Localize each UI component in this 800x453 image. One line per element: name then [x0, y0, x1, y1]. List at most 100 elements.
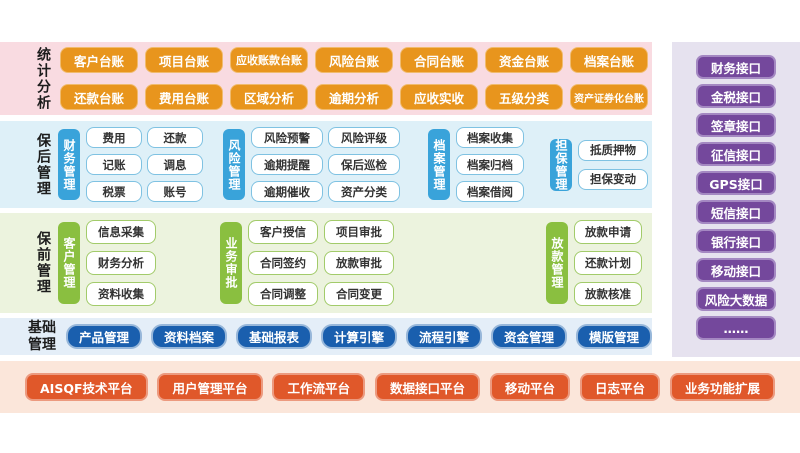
module-item: 档案收集 — [456, 127, 524, 148]
approval-group-items: 客户授信 项目审批 合同签约 放款审批 合同调整 合同变更 — [248, 220, 394, 306]
stats-band-label: 统计分析 — [35, 46, 51, 111]
risk-group-items: 风险预警 风险评级 逾期提醒 保后巡检 逾期催收 资产分类 — [251, 127, 400, 202]
platform-item: 数据接口平台 — [374, 373, 480, 401]
stats-item: 逾期分析 — [315, 84, 393, 110]
base-item: 基础报表 — [236, 324, 312, 349]
platform-band: AISQF技术平台 用户管理平台 工作流平台 数据接口平台 移动平台 日志平台 … — [0, 361, 800, 413]
risk-group: 风险管理 风险预警 风险评级 逾期提醒 保后巡检 逾期催收 资产分类 — [223, 127, 400, 202]
archive-group: 档案管理 档案收集 档案归档 档案借阅 — [428, 127, 524, 202]
interface-item: 签章接口 — [696, 113, 776, 137]
stats-item: 风险台账 — [315, 47, 393, 73]
interface-item: 征信接口 — [696, 142, 776, 166]
interface-item: 银行接口 — [696, 229, 776, 253]
finance-group: 财务管理 费用 还款 记账 调息 税票 账号 — [58, 127, 203, 202]
platform-item: 移动平台 — [489, 373, 570, 401]
archive-group-label: 档案管理 — [428, 129, 450, 200]
stats-item: 五级分类 — [485, 84, 563, 110]
module-item: 项目审批 — [324, 220, 394, 244]
base-item: 计算引擎 — [321, 324, 397, 349]
module-item: 逾期催收 — [251, 181, 323, 202]
interface-item: 风险大数据 — [696, 287, 776, 311]
interface-item: 财务接口 — [696, 55, 776, 79]
pre-loan-band: 保前管理 客户管理 信息采集 财务分析 资料收集 业务审批 客户授信 项目审批 … — [0, 213, 652, 313]
loan-group-label: 放款管理 — [546, 222, 568, 304]
guarantee-group: 担保管理 抵质押物 担保变动 — [550, 137, 648, 193]
stats-item: 区域分析 — [230, 84, 308, 110]
module-item: 税票 — [86, 181, 142, 202]
stats-item: 档案台账 — [570, 47, 648, 73]
stats-item: 合同台账 — [400, 47, 478, 73]
stats-item: 应收实收 — [400, 84, 478, 110]
approval-group: 业务审批 客户授信 项目审批 合同签约 放款审批 合同调整 合同变更 — [220, 220, 394, 306]
base-items: 产品管理 资料档案 基础报表 计算引擎 流程引擎 资金管理 模版管理 — [66, 324, 652, 349]
module-item: 放款核准 — [574, 282, 642, 306]
module-item: 记账 — [86, 154, 142, 175]
interface-column: 财务接口 金税接口 签章接口 征信接口 GPS接口 短信接口 银行接口 移动接口… — [672, 42, 800, 357]
finance-group-items: 费用 还款 记账 调息 税票 账号 — [86, 127, 203, 202]
base-item: 资金管理 — [491, 324, 567, 349]
customer-group-items: 信息采集 财务分析 资料收集 — [86, 220, 156, 306]
platform-item: 日志平台 — [579, 373, 660, 401]
stats-item: 项目台账 — [145, 47, 223, 73]
module-item: 保后巡检 — [328, 154, 400, 175]
platform-item: AISQF技术平台 — [25, 373, 148, 401]
module-item: 资料收集 — [86, 282, 156, 306]
platform-item: 工作流平台 — [272, 373, 365, 401]
platform-extension: 业务功能扩展 — [669, 373, 775, 401]
base-item: 资料档案 — [151, 324, 227, 349]
module-item: 逾期提醒 — [251, 154, 323, 175]
post-loan-band: 保后管理 财务管理 费用 还款 记账 调息 税票 账号 风险管理 风险预警 风险… — [0, 121, 652, 208]
stats-item: 客户台账 — [60, 47, 138, 73]
module-item: 调息 — [147, 154, 203, 175]
risk-group-label: 风险管理 — [223, 129, 245, 200]
module-item: 费用 — [86, 127, 142, 148]
stats-item: 应收账款台账 — [230, 47, 308, 73]
module-item: 档案借阅 — [456, 181, 524, 202]
archive-group-items: 档案收集 档案归档 档案借阅 — [456, 127, 524, 202]
customer-group: 客户管理 信息采集 财务分析 资料收集 — [58, 220, 156, 306]
stats-item: 资产证券化台账 — [570, 84, 648, 110]
stats-band: 统计分析 客户台账 项目台账 应收账款台账 风险台账 合同台账 资金台账 档案台… — [0, 42, 652, 115]
interface-item: GPS接口 — [696, 171, 776, 195]
module-item: 合同调整 — [248, 282, 318, 306]
module-item: 客户授信 — [248, 220, 318, 244]
platform-item: 用户管理平台 — [157, 373, 263, 401]
interface-item: 移动接口 — [696, 258, 776, 282]
customer-group-label: 客户管理 — [58, 222, 80, 304]
base-item: 流程引擎 — [406, 324, 482, 349]
module-item: 放款申请 — [574, 220, 642, 244]
stats-item: 还款台账 — [60, 84, 138, 110]
module-item: 账号 — [147, 181, 203, 202]
module-item: 档案归档 — [456, 154, 524, 175]
interface-item: 短信接口 — [696, 200, 776, 224]
module-item: 放款审批 — [324, 251, 394, 275]
module-item: 还款计划 — [574, 251, 642, 275]
approval-group-label: 业务审批 — [220, 222, 242, 304]
guarantee-group-label: 担保管理 — [550, 138, 572, 191]
base-band-label: 基础管理 — [28, 319, 56, 353]
base-item: 产品管理 — [66, 324, 142, 349]
stats-item: 费用台账 — [145, 84, 223, 110]
stats-grid: 客户台账 项目台账 应收账款台账 风险台账 合同台账 资金台账 档案台账 还款台… — [60, 47, 648, 110]
module-item: 风险评级 — [328, 127, 400, 148]
loan-group: 放款管理 放款申请 还款计划 放款核准 — [546, 220, 642, 306]
module-item: 信息采集 — [86, 220, 156, 244]
base-item: 模版管理 — [576, 324, 652, 349]
post-loan-band-label: 保后管理 — [35, 132, 51, 197]
module-item: 风险预警 — [251, 127, 323, 148]
guarantee-group-items: 抵质押物 担保变动 — [578, 137, 648, 193]
module-item: 还款 — [147, 127, 203, 148]
module-item: 合同变更 — [324, 282, 394, 306]
stats-item: 资金台账 — [485, 47, 563, 73]
module-item: 抵质押物 — [578, 139, 648, 161]
module-item: 合同签约 — [248, 251, 318, 275]
base-band: 基础管理 产品管理 资料档案 基础报表 计算引擎 流程引擎 资金管理 模版管理 — [0, 318, 652, 355]
interface-item-ellipsis: …… — [696, 316, 776, 340]
finance-group-label: 财务管理 — [58, 129, 80, 200]
pre-loan-band-label: 保前管理 — [35, 231, 51, 295]
module-item: 资产分类 — [328, 181, 400, 202]
loan-group-items: 放款申请 还款计划 放款核准 — [574, 220, 642, 306]
module-item: 财务分析 — [86, 251, 156, 275]
module-item: 担保变动 — [578, 168, 648, 190]
